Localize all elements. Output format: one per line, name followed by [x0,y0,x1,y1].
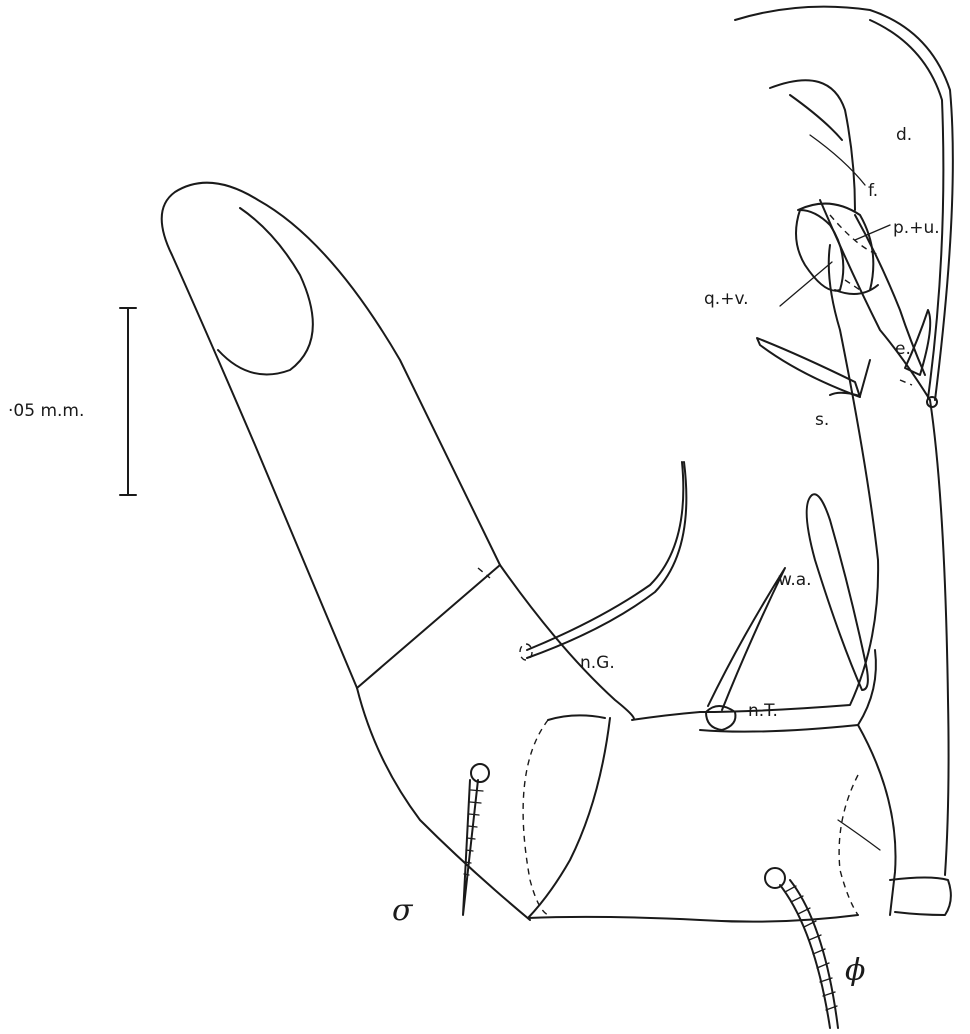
middle-segment [357,565,700,920]
label-q-v: q.+v. [704,289,749,309]
label-s: s. [815,410,829,430]
proximal-segment [528,718,951,922]
label-nG: n.G. [580,653,615,673]
seta-sigma [463,764,489,915]
label-wa: w.a. [778,570,812,590]
label-sigma: σ [392,893,414,928]
seta-phi [765,868,838,1028]
scale-bar-label: ·05 m.m. [8,401,84,421]
label-f: f. [868,181,878,201]
label-e: e. [895,339,911,359]
seta-nG [520,462,686,660]
scale-bar [120,308,136,495]
label-p-u: p.+u. [893,218,940,238]
distal-segment [162,183,500,688]
organ-wa [807,494,868,690]
label-phi: ϕ [845,953,865,988]
label-d: d. [896,125,912,145]
label-nT: n.T. [748,701,778,721]
sensillum-s [757,338,860,397]
